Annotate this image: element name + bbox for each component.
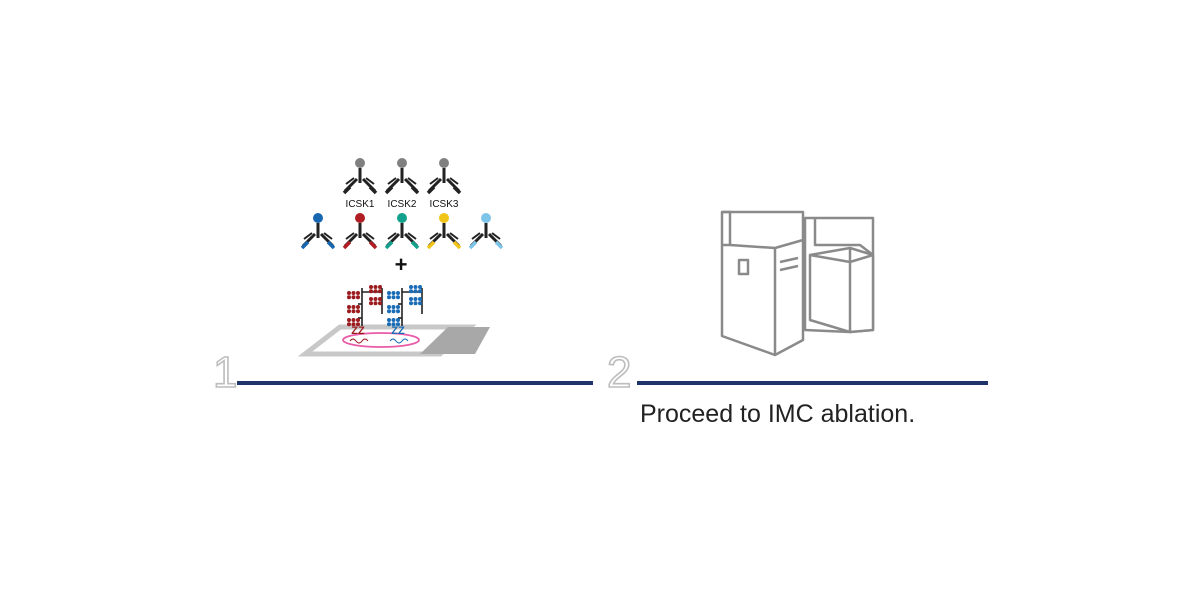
antibody-icon	[342, 158, 378, 195]
antibody-icon	[300, 213, 336, 250]
antibody-icon	[426, 158, 462, 195]
step-2-number: 2	[607, 348, 631, 397]
rna-strand	[389, 338, 409, 344]
antibody-icon	[342, 213, 378, 250]
icsk-label: ICSK3	[430, 199, 459, 210]
rnascope-amplifier-icon	[387, 285, 423, 327]
zz-probe-label: ZZ	[391, 325, 405, 337]
step-1-number: 1	[213, 348, 237, 397]
rnascope-amplifier-icon	[347, 285, 383, 327]
icsk-label: ICSK1	[346, 199, 375, 210]
plus-sign: +	[395, 252, 408, 277]
antibody-icon	[426, 213, 462, 250]
antibody-icon	[468, 213, 504, 250]
icsk-label: ICSK2	[388, 199, 417, 210]
step-2-caption: Proceed to IMC ablation.	[640, 400, 916, 428]
imc-instrument-icon	[720, 210, 875, 357]
slide-icon	[297, 324, 490, 357]
zz-probe-label: ZZ	[351, 325, 365, 337]
icsk-antibody-row	[342, 158, 462, 195]
antibody-icon	[384, 213, 420, 250]
icsk-labels: ICSK1 ICSK2 ICSK3	[346, 199, 459, 210]
metal-antibody-row	[300, 213, 504, 250]
antibody-icon	[384, 158, 420, 195]
tissue-section	[342, 332, 420, 348]
rna-strand	[349, 338, 369, 344]
